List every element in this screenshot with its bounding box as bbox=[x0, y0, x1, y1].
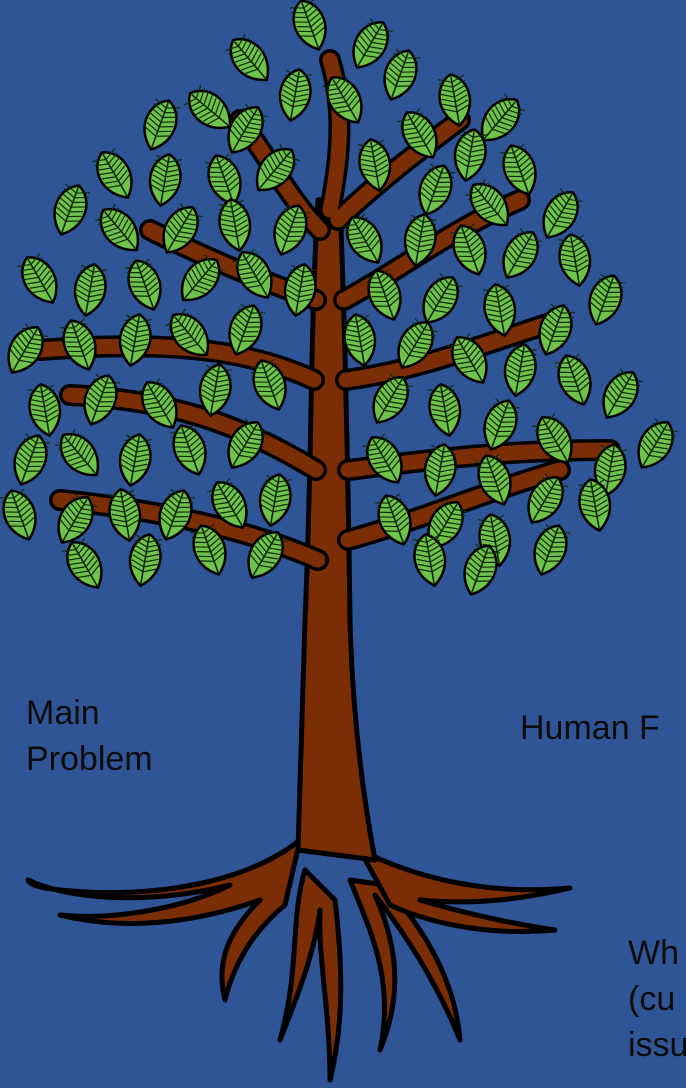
root-cause-line-1: Wh bbox=[628, 930, 686, 976]
human-factor-label: Human F bbox=[520, 705, 660, 751]
root-cause-line-2: (cu bbox=[628, 976, 686, 1022]
root-cause-label: Wh (cu issu bbox=[628, 930, 686, 1068]
main-problem-line-2: Problem bbox=[26, 736, 153, 782]
main-problem-label: Main Problem bbox=[26, 690, 153, 782]
root-cause-line-3: issu bbox=[628, 1022, 686, 1068]
main-problem-line-1: Main bbox=[26, 690, 153, 736]
